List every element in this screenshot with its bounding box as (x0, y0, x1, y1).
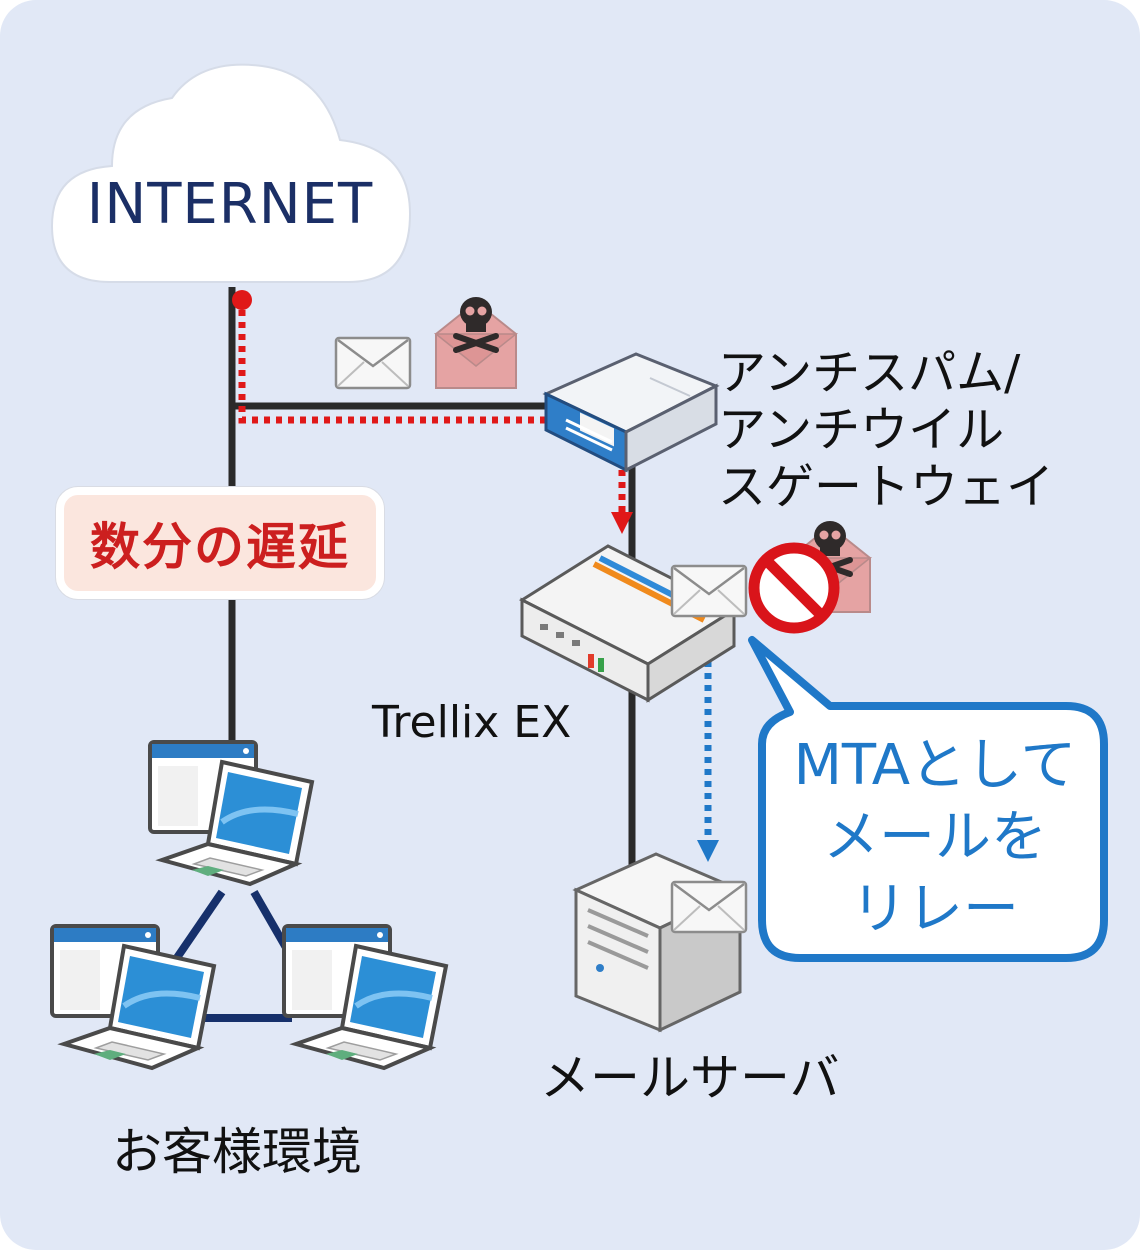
gateway-label-line: アンチスパム/ (718, 345, 1021, 401)
malicious-email-icon (436, 297, 516, 388)
delay-badge: 数分の遅延 (56, 487, 384, 599)
gateway-label-line: スゲートウェイ (718, 459, 1055, 515)
email-envelope-icon (334, 336, 412, 390)
delay-label: 数分の遅延 (90, 518, 350, 576)
internet-cloud-icon (50, 63, 412, 283)
callout-text: MTAとして メールを リレー (770, 730, 1100, 946)
callout-line: MTAとして (793, 733, 1077, 798)
email-envelope-icon (670, 564, 748, 618)
trellix-label: Trellix EX (372, 697, 572, 748)
callout-bubble (748, 636, 1108, 962)
internet-label: INTERNET (86, 172, 374, 237)
callout-line: メールを (823, 805, 1047, 870)
customer-env-label: お客様環境 (112, 1123, 362, 1181)
customer-laptop-icon (52, 926, 214, 1068)
threat-path (232, 290, 633, 534)
gateway-switch-icon (542, 352, 720, 473)
email-envelope-icon (670, 880, 748, 934)
prohibited-icon (748, 542, 840, 634)
gateway-label-line: アンチウイル (718, 402, 1005, 458)
mail-server-icon (572, 852, 744, 1033)
customer-laptop-icon (284, 926, 446, 1068)
customer-laptop-icon (150, 742, 312, 884)
gateway-label: アンチスパム/ アンチウイル スゲートウェイ (718, 345, 1054, 516)
mail-server-label: メールサーバ (540, 1049, 840, 1107)
callout-line: リレー (851, 877, 1019, 942)
